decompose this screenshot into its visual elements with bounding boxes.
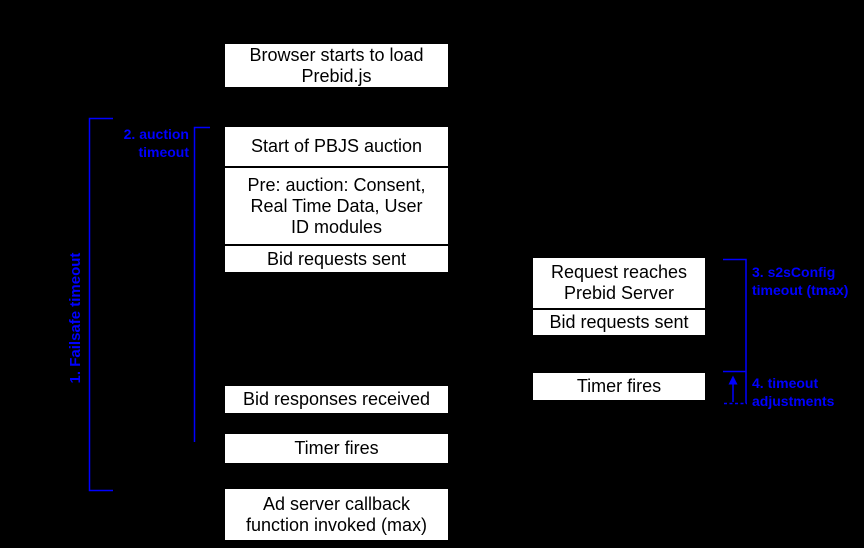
s2sconfig-bracket xyxy=(723,258,747,373)
box-browser-load: Browser starts to load Prebid.js xyxy=(225,44,448,87)
box-timer-fires-left: Timer fires xyxy=(225,434,448,463)
box-bid-requests-sent-left: Bid requests sent xyxy=(225,244,448,272)
label-failsafe-timeout: 1. Failsafe timeout xyxy=(67,252,84,384)
prebid-server-stack: Request reaches Prebid Server Bid reques… xyxy=(533,258,705,335)
auction-stack: Start of PBJS auction Pre: auction: Cons… xyxy=(225,127,448,272)
label-auction-timeout: 2. auction timeout xyxy=(123,126,189,160)
box-request-reaches-server: Request reaches Prebid Server xyxy=(533,258,705,308)
label-timeout-adjustments: 4. timeout adjustments xyxy=(752,375,835,409)
up-arrow-icon xyxy=(728,375,738,385)
auction-bracket xyxy=(193,126,210,442)
failsafe-bracket xyxy=(88,117,113,492)
box-bid-responses-received: Bid responses received xyxy=(225,386,448,413)
box-ad-server-callback: Ad server callback function invoked (max… xyxy=(225,489,448,540)
box-pre-auction-modules: Pre: auction: Consent, Real Time Data, U… xyxy=(225,166,448,244)
box-timer-fires-right: Timer fires xyxy=(533,373,705,400)
box-bid-requests-sent-right: Bid requests sent xyxy=(533,308,705,335)
label-s2s-timeout: 3. s2sConfig timeout (tmax) xyxy=(752,264,849,298)
box-start-auction: Start of PBJS auction xyxy=(225,127,448,166)
